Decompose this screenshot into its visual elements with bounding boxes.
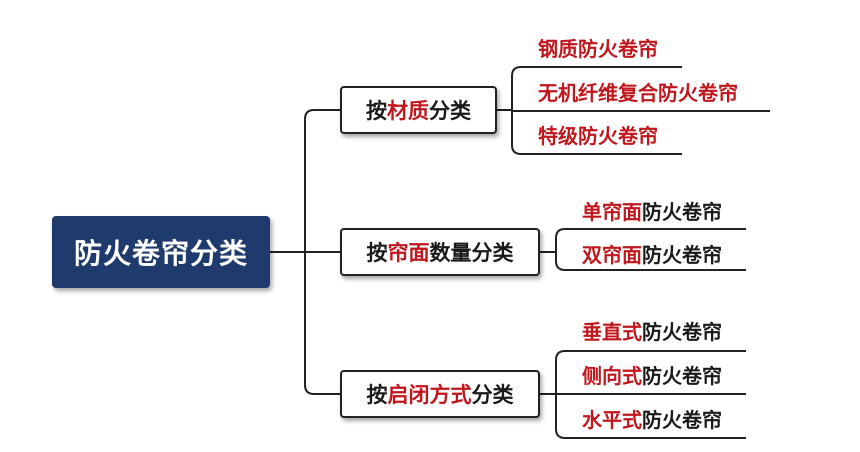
leaf-lateral: 侧向式防火卷帘 [582, 364, 722, 388]
leaf-rest: 防火卷帘 [642, 408, 722, 432]
category-prefix: 按 [366, 383, 388, 407]
leaf-inorganic-fiber: 无机纤维复合防火卷帘 [538, 81, 738, 105]
connector-cat2-bracket [555, 228, 746, 271]
category-prefix: 按 [366, 99, 387, 123]
category-highlight: 帘面 [387, 241, 430, 265]
leaf-highlight: 钢质防火卷帘 [538, 37, 658, 61]
leaf-vertical: 垂直式防火卷帘 [582, 320, 722, 344]
leaf-highlight: 侧向式 [582, 364, 642, 388]
category-node-operation: 按启闭方式分类 [340, 370, 540, 418]
leaf-highlight: 垂直式 [582, 320, 642, 344]
leaf-single-curtain: 单帘面防火卷帘 [582, 200, 722, 224]
root-label: 防火卷帘分类 [73, 237, 248, 270]
category-suffix: 分类 [471, 383, 514, 407]
category-prefix: 按 [366, 241, 388, 265]
leaf-double-curtain: 双帘面防火卷帘 [582, 243, 722, 267]
leaf-highlight: 特级防火卷帘 [538, 124, 658, 148]
leaf-highlight: 无机纤维复合防火卷帘 [538, 81, 738, 105]
leaf-highlight: 水平式 [582, 408, 642, 432]
leaf-rest: 防火卷帘 [642, 320, 722, 344]
category-suffix: 数量分类 [429, 241, 514, 265]
category-highlight: 材质 [387, 99, 429, 123]
category-suffix: 分类 [429, 99, 471, 123]
leaf-rest: 防火卷帘 [642, 200, 722, 224]
category-node-material: 按材质分类 [340, 86, 497, 134]
category-highlight: 启闭方式 [387, 383, 472, 407]
root-node: 防火卷帘分类 [52, 216, 270, 288]
category-node-curtain-count: 按帘面数量分类 [340, 228, 540, 276]
leaf-steel: 钢质防火卷帘 [538, 37, 658, 61]
leaf-highlight: 双帘面 [582, 243, 642, 267]
leaf-rest: 防火卷帘 [642, 243, 722, 267]
leaf-rest: 防火卷帘 [642, 364, 722, 388]
leaf-special-grade: 特级防火卷帘 [538, 124, 658, 148]
leaf-horizontal: 水平式防火卷帘 [582, 408, 722, 432]
leaf-highlight: 单帘面 [582, 200, 642, 224]
